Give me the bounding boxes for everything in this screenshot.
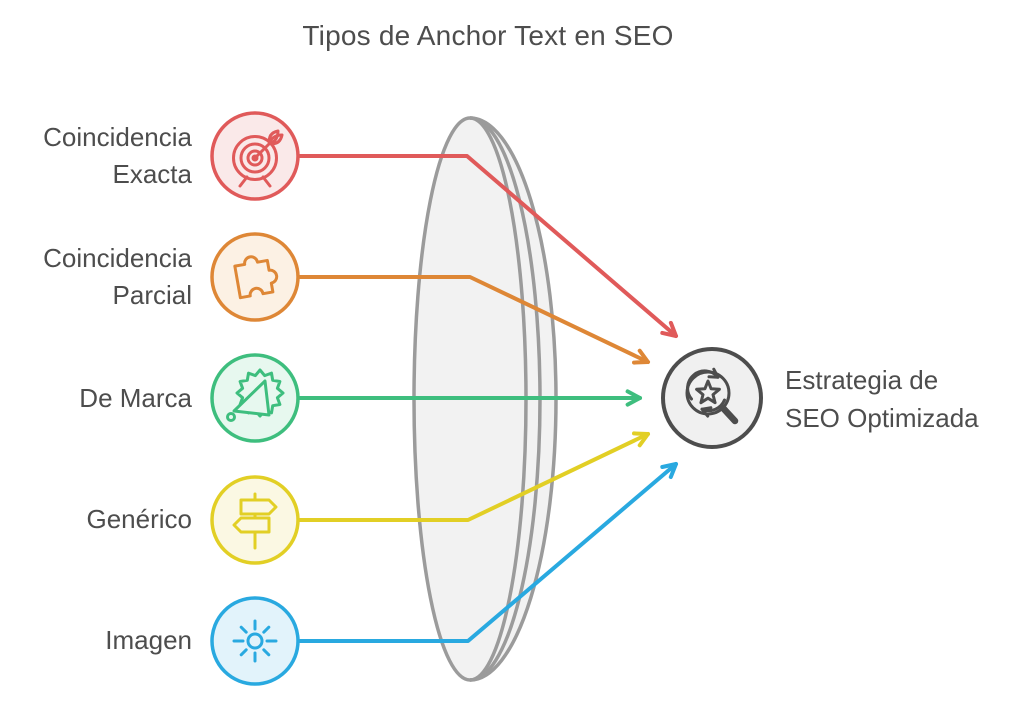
connector-branded bbox=[298, 389, 642, 407]
connector-exact-match bbox=[298, 154, 678, 338]
target-icon bbox=[232, 129, 284, 188]
arrowhead bbox=[660, 462, 678, 479]
label-partial-match: Coincidencia Parcial bbox=[43, 243, 192, 310]
label-generic: Genérico bbox=[86, 504, 193, 534]
label-branded: De Marca bbox=[79, 383, 192, 413]
refresh-arc-top bbox=[686, 369, 720, 401]
sign-right bbox=[239, 498, 278, 516]
label-image: Imagen bbox=[105, 625, 192, 655]
label-result: Estrategia de SEO Optimizada bbox=[785, 365, 979, 433]
sun-icon bbox=[232, 619, 278, 663]
label-exact-match: Coincidencia Exacta bbox=[43, 122, 192, 189]
badge-starburst bbox=[235, 368, 285, 418]
arrowhead bbox=[625, 389, 642, 407]
arrowhead bbox=[632, 348, 650, 365]
magnifier-handle bbox=[719, 404, 739, 425]
connector-image bbox=[298, 462, 678, 643]
magnifier-star-refresh-icon bbox=[685, 367, 739, 425]
page-title: Tipos de Anchor Text en SEO bbox=[302, 20, 674, 51]
arrowhead bbox=[660, 320, 678, 338]
node-circle-image bbox=[210, 596, 300, 686]
signpost-icon bbox=[232, 492, 278, 550]
connector-partial-match bbox=[298, 275, 650, 365]
connector-generic bbox=[298, 431, 650, 522]
node-circle-partial-match bbox=[210, 232, 300, 322]
refresh-arrowhead-top bbox=[707, 367, 720, 379]
refresh-arrowhead-bottom bbox=[700, 406, 713, 418]
puzzle-icon bbox=[233, 255, 279, 300]
sign-left bbox=[232, 516, 271, 534]
star bbox=[695, 379, 721, 405]
megaphone-cone bbox=[232, 379, 271, 417]
megaphone-badge-icon bbox=[226, 368, 285, 422]
result-circle bbox=[661, 347, 763, 449]
arrowhead bbox=[632, 431, 650, 448]
